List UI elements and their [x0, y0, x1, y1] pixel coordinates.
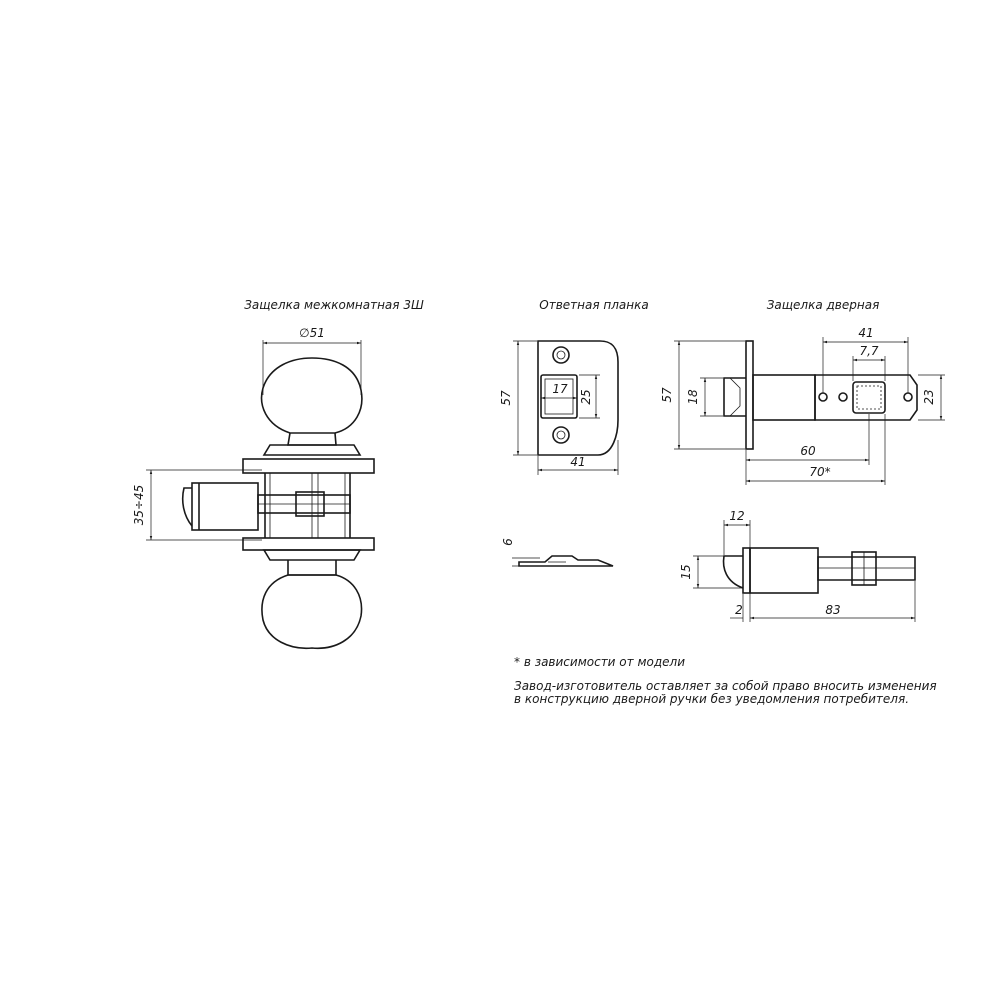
latch-faceplate	[745, 340, 754, 450]
dim-latch-height: 57	[660, 387, 674, 403]
title-strike-plate: Ответная планка	[539, 298, 648, 312]
strike-plate-side: 6	[501, 538, 614, 567]
dim-slot-width: 17	[552, 382, 568, 396]
dim-latch-top: 41	[858, 326, 873, 340]
dim-backset: 35÷45	[132, 485, 146, 526]
strike-slot	[540, 374, 578, 419]
latch-bolt	[181, 487, 193, 527]
dim-face-height: 23	[922, 389, 936, 404]
dim-side-83: 83	[825, 603, 840, 617]
dim-plate-height: 57	[499, 390, 513, 406]
door-latch-side: 12 15 2 83	[679, 509, 916, 622]
dim-bolt-height: 18	[686, 389, 700, 405]
latch-body	[191, 482, 259, 531]
dim-backset-60: 60	[800, 444, 816, 458]
footnote: * в зависимости от модели	[514, 655, 685, 669]
door-latch-front: 57 18 41 7,7 23 60 70*	[660, 326, 945, 485]
dim-backset-70: 70*	[809, 465, 830, 479]
dim-side-15: 15	[679, 564, 693, 579]
lower-rose	[242, 537, 375, 551]
dim-slot-height: 25	[579, 389, 593, 404]
dim-side-2: 2	[735, 603, 743, 617]
disclaimer-line-2: в конструкцию дверной ручки без уведомле…	[514, 692, 909, 706]
dim-side-12: 12	[729, 509, 744, 523]
upper-knob	[260, 357, 363, 434]
lower-knob	[261, 574, 363, 650]
strike-plate-front: 17 25 57 41	[499, 340, 619, 475]
dim-spindle-hole: 7,7	[859, 344, 878, 358]
dim-knob-diameter: ∅51	[299, 326, 325, 340]
dim-plate-width: 41	[570, 455, 585, 469]
disclaimer-line-1: Завод-изготовитель оставляет за собой пр…	[514, 679, 937, 693]
spindle-hole	[852, 381, 886, 414]
title-interior-latch: Защелка межкомнатная 3Ш	[244, 298, 424, 312]
dim-plate-thickness: 6	[501, 538, 515, 546]
knob-assembly: ∅51 35÷45	[132, 326, 375, 650]
upper-rose	[242, 458, 375, 474]
title-door-latch: Защелка дверная	[767, 298, 880, 312]
